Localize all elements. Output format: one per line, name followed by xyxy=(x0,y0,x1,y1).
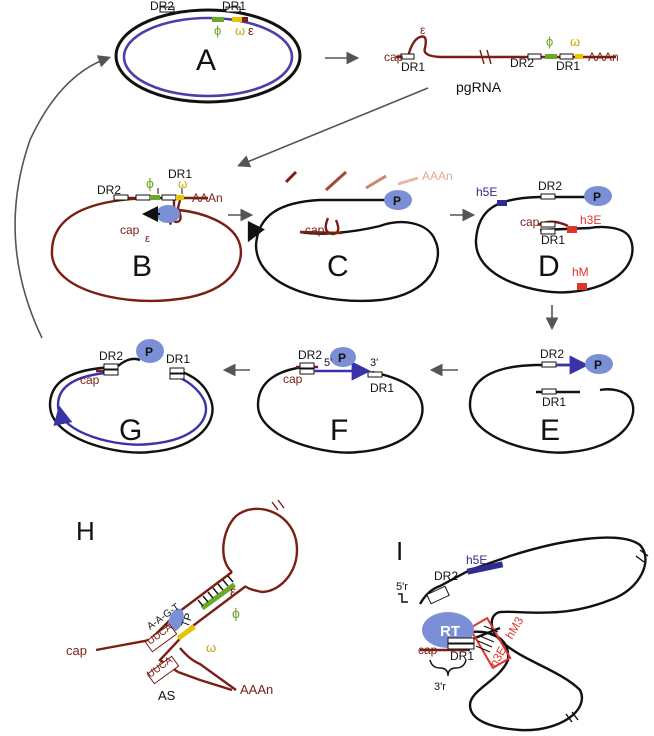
pgrna-dr2-label: DR2 xyxy=(510,56,534,70)
panel-d: P h5E DR2 h3E cap DR1 hM D xyxy=(474,179,634,294)
panel-g: P DR2 DR1 cap G xyxy=(48,339,214,454)
panel-i-rt-label: RT xyxy=(440,623,460,640)
panel-d-hm-label: hM xyxy=(572,265,589,279)
panel-c: P AAAn cap C xyxy=(247,169,453,303)
panel-i: I RT h5E DR2 5'r cap DR1 3'r hM3 h3E xyxy=(396,536,649,732)
arrow-g-to-a xyxy=(14,55,112,339)
panel-d-dr2-label: DR2 xyxy=(538,179,562,193)
panel-i-cap-label: cap xyxy=(418,643,438,657)
panel-c-polya-label: AAAn xyxy=(422,169,453,183)
panel-a: DR2 DR1 ϕ ω ε A xyxy=(114,0,302,104)
panel-h-cap-label: cap xyxy=(66,643,87,658)
panel-i-dr2-label: DR2 xyxy=(434,569,458,583)
panel-h-as-label: AS xyxy=(158,688,176,703)
panel-b-polya-label: AAAn xyxy=(192,191,223,205)
panel-f-five-prime-label: 5' xyxy=(324,357,332,369)
pgrna-polya-label: AAAn xyxy=(588,50,619,64)
panel-g-p-label: P xyxy=(145,345,153,359)
panel-e-label: E xyxy=(540,414,560,447)
panel-h-polya-label: AAAn xyxy=(240,682,273,697)
panel-b-dr2-label: DR2 xyxy=(97,183,121,197)
panel-g-label: G xyxy=(119,414,142,447)
panel-f-dr2-label: DR2 xyxy=(298,348,322,362)
panel-e-p-label: P xyxy=(594,358,602,372)
panel-a-dr2-label: DR2 xyxy=(150,0,174,13)
panel-g-cap-label: cap xyxy=(80,373,100,387)
pgrna-phi-label: ϕ xyxy=(546,34,553,49)
panel-h-epsilon-label: ε xyxy=(230,583,236,599)
panel-d-cap-label: cap xyxy=(520,215,540,229)
panel-a-omega-label: ω xyxy=(235,23,245,38)
panel-b-epsilon-label: ε xyxy=(145,233,150,245)
panel-b-label: B xyxy=(132,250,152,283)
panel-i-hm3-label: hM3 xyxy=(502,614,526,641)
panel-h-omega-label: ω xyxy=(206,640,216,655)
panel-d-h5e-label: h5E xyxy=(476,185,497,199)
panel-a-dr1-label: DR1 xyxy=(222,0,246,13)
panel-h-label: H xyxy=(76,516,95,546)
panel-i-label: I xyxy=(396,536,403,566)
pgrna-dr1-left-label: DR1 xyxy=(401,60,425,74)
panel-d-h3e-label: h3E xyxy=(580,213,601,227)
panel-f-cap-label: cap xyxy=(283,372,303,386)
panel-g-dr1-label: DR1 xyxy=(166,352,190,366)
panel-e-dr1-label: DR1 xyxy=(542,395,566,409)
panel-d-dr1-label: DR1 xyxy=(541,233,565,247)
panel-f: P DR2 5' 3' cap DR1 F xyxy=(256,347,424,454)
arrow-pgrna-to-b xyxy=(237,87,429,168)
panel-g-dr2-label: DR2 xyxy=(99,349,123,363)
panel-c-label: C xyxy=(327,250,349,283)
panel-h-tp-label: TP xyxy=(180,612,196,629)
panel-i-three-prime-r-label: 3'r xyxy=(434,681,446,693)
panel-h: H TP A-A-G-T UUCA ε ϕ ω cap UUCA AS AA xyxy=(66,499,299,703)
panel-i-dr1-label: DR1 xyxy=(450,649,474,663)
panel-a-phi-label: ϕ xyxy=(214,23,221,38)
panel-b-cap-label: cap xyxy=(120,223,140,237)
panel-f-three-prime-label: 3' xyxy=(370,357,378,369)
pgrna: cap DR1 ε DR2 DR1 ϕ ω AAAn pgRNA xyxy=(384,23,619,95)
panel-c-cap-label: cap xyxy=(305,223,325,237)
panel-a-label: A xyxy=(196,44,216,77)
panel-f-p-label: P xyxy=(338,351,346,365)
panel-b: DR2 DR1 ϕ ω AAAn cap ε B xyxy=(50,167,243,303)
pgrna-cap-label: cap xyxy=(384,50,404,64)
panel-i-h5e-label: h5E xyxy=(466,553,487,567)
panel-e: P DR2 DR1 E xyxy=(468,347,635,454)
panel-f-label: F xyxy=(330,414,348,447)
panel-h-phi-label: ϕ xyxy=(232,605,240,621)
pgrna-epsilon-label: ε xyxy=(420,23,426,37)
panel-e-dr2-label: DR2 xyxy=(540,347,564,361)
panel-a-epsilon-label: ε xyxy=(248,23,254,38)
panel-d-label: D xyxy=(538,250,560,283)
panel-c-p-label: P xyxy=(393,194,401,208)
pgrna-title: pgRNA xyxy=(456,79,502,95)
panel-b-dr1-label: DR1 xyxy=(168,167,192,181)
panel-f-dr1-label: DR1 xyxy=(370,381,394,395)
panel-d-p-label: P xyxy=(593,190,601,204)
panel-b-omega-label: ω xyxy=(178,177,187,191)
pgrna-dr1-right-label: DR1 xyxy=(556,59,580,73)
pgrna-omega-label: ω xyxy=(570,34,580,49)
panel-i-five-prime-r-label: 5'r xyxy=(396,581,408,593)
panel-b-phi-label: ϕ xyxy=(146,175,154,191)
